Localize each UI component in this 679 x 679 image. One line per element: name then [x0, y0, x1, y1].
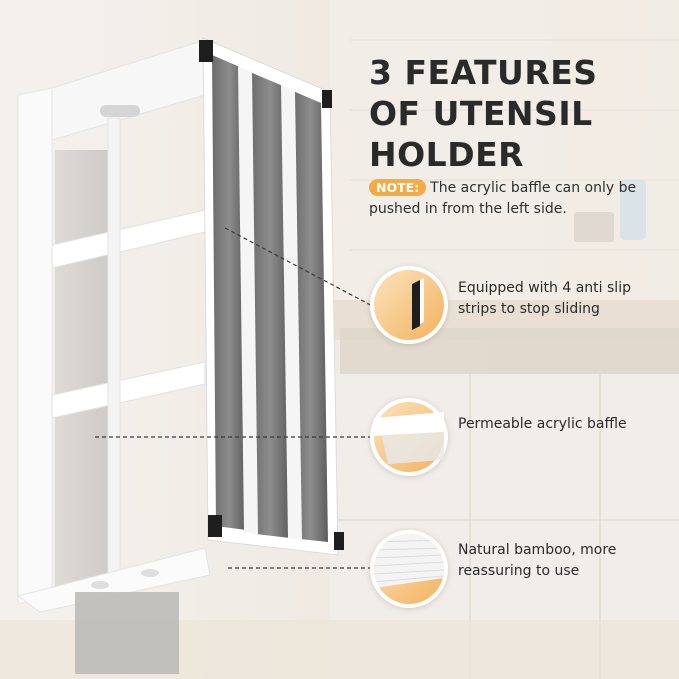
anti-slip-pad-top-left	[199, 40, 213, 62]
feature-3-text: Natural bamboo, more reassuring to use	[458, 542, 617, 579]
feature-1-bubble	[370, 266, 448, 344]
feature-2-text: Permeable acrylic baffle	[458, 416, 627, 432]
anti-slip-pad-bottom-right	[334, 532, 344, 550]
note-text: The acrylic baffle can only be pushed in…	[369, 180, 637, 217]
feature-1-text: Equipped with 4 anti slip strips to stop…	[458, 280, 631, 317]
anti-slip-pad-bottom-left	[208, 515, 222, 537]
leader-lines	[95, 227, 381, 569]
acrylic-baffle-icon	[374, 402, 444, 472]
utensil-holder	[16, 37, 344, 674]
headline-line-1: 3 FEATURES	[369, 53, 598, 92]
note: NOTE:The acrylic baffle can only be push…	[369, 178, 669, 220]
bamboo-grain-icon	[374, 534, 444, 604]
anti-slip-strip-icon	[374, 270, 444, 340]
feature-3-bubble	[370, 530, 448, 608]
note-badge: NOTE:	[369, 179, 427, 196]
anti-slip-pad-top-right	[322, 90, 332, 108]
feature-2-bubble	[370, 398, 448, 476]
headline: 3 FEATURES OF UTENSIL HOLDER	[369, 52, 598, 175]
headline-line-3: HOLDER	[369, 135, 525, 174]
headline-line-2: OF UTENSIL	[369, 94, 593, 133]
